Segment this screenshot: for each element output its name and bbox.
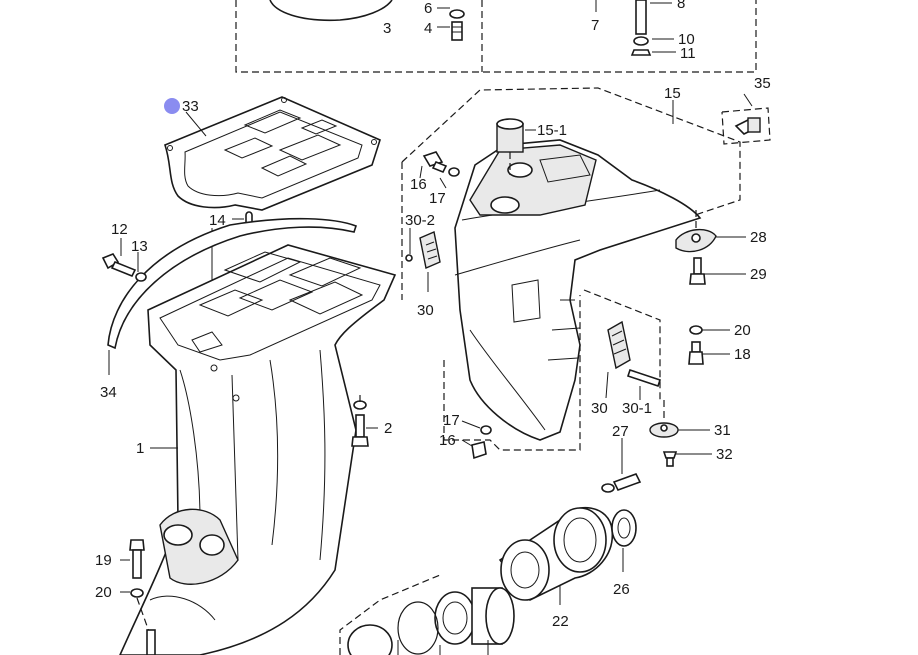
bolt-18 bbox=[688, 341, 704, 365]
selection-marker-dot bbox=[164, 98, 180, 114]
washer-10 bbox=[633, 36, 649, 46]
o-ring bbox=[397, 601, 439, 655]
seal-strip-34 bbox=[107, 217, 358, 350]
upper-casing-1 bbox=[119, 244, 397, 655]
part-31 bbox=[649, 422, 679, 438]
label-15-1: 15-1 bbox=[537, 122, 567, 139]
bolt-19 bbox=[129, 539, 145, 579]
label-20-left: 20 bbox=[95, 584, 112, 601]
label-13: 13 bbox=[131, 238, 148, 255]
screw-30-2 bbox=[405, 254, 413, 262]
label-19: 19 bbox=[95, 552, 112, 569]
anode-30-upper bbox=[419, 231, 441, 269]
callout-labels: 3 6 4 7 8 10 11 33 35 15 15-1 14 16 17 3… bbox=[95, 0, 771, 630]
oil-seal-26 bbox=[611, 509, 637, 547]
washer-17-lower bbox=[480, 425, 492, 435]
label-34: 34 bbox=[100, 384, 117, 401]
label-26: 26 bbox=[613, 581, 630, 598]
label-8: 8 bbox=[677, 0, 685, 12]
label-1: 1 bbox=[136, 440, 144, 457]
label-4: 4 bbox=[424, 20, 432, 37]
label-17-upper: 17 bbox=[429, 190, 446, 207]
nut-11 bbox=[630, 49, 652, 56]
label-15: 15 bbox=[664, 85, 681, 102]
bolt-27 bbox=[601, 473, 642, 493]
plug-35-box bbox=[721, 107, 771, 145]
bolt-4 bbox=[451, 21, 463, 41]
lower-casing-dashed-outline bbox=[401, 87, 741, 241]
bolt-2 bbox=[351, 400, 369, 447]
label-2: 2 bbox=[384, 420, 392, 437]
label-30-lower: 30 bbox=[591, 400, 608, 417]
stud-lower bbox=[146, 629, 156, 655]
gear-bottom bbox=[347, 624, 393, 655]
anode-30-lower bbox=[607, 320, 631, 370]
bolt-29 bbox=[689, 257, 706, 285]
label-28: 28 bbox=[750, 229, 767, 246]
upper-cover-plate bbox=[269, 0, 393, 22]
screw-32 bbox=[662, 451, 678, 467]
label-18: 18 bbox=[734, 346, 751, 363]
label-17-lower: 17 bbox=[443, 412, 460, 429]
bolt-12 bbox=[101, 253, 137, 278]
label-6: 6 bbox=[424, 0, 432, 17]
lower-casing-15 bbox=[454, 139, 702, 441]
washer-17-upper bbox=[448, 167, 460, 177]
label-30-upper: 30 bbox=[417, 302, 434, 319]
stud-8 bbox=[635, 0, 647, 35]
label-16-lower: 16 bbox=[439, 432, 456, 449]
label-29: 29 bbox=[750, 266, 767, 283]
bolt-16-lower bbox=[471, 441, 487, 460]
label-20-right: 20 bbox=[734, 322, 751, 339]
washer-6 bbox=[449, 9, 465, 19]
label-14: 14 bbox=[209, 212, 226, 229]
label-11: 11 bbox=[680, 45, 696, 62]
washer-20 bbox=[130, 588, 144, 598]
label-30-1: 30-1 bbox=[622, 400, 652, 417]
top-assembly-group bbox=[235, 0, 757, 73]
label-35: 35 bbox=[754, 75, 771, 92]
gasket-33 bbox=[164, 96, 381, 211]
label-32: 32 bbox=[716, 446, 733, 463]
label-16-upper: 16 bbox=[410, 176, 427, 193]
label-33: 33 bbox=[182, 98, 199, 115]
label-10: 10 bbox=[678, 31, 695, 48]
trim-tab-28 bbox=[675, 229, 717, 253]
label-30-2: 30-2 bbox=[405, 212, 435, 229]
label-27: 27 bbox=[612, 423, 629, 440]
label-22: 22 bbox=[552, 613, 569, 630]
sleeve-15-1 bbox=[496, 118, 524, 175]
plug-35 bbox=[734, 117, 761, 135]
bearing-lower bbox=[434, 587, 515, 645]
label-3: 3 bbox=[383, 20, 391, 37]
label-31: 31 bbox=[714, 422, 731, 439]
bolt-16-upper bbox=[422, 151, 448, 174]
washer-20-right bbox=[689, 325, 703, 335]
washer-13 bbox=[135, 272, 147, 282]
top-dashed-box bbox=[235, 0, 757, 73]
label-12: 12 bbox=[111, 221, 128, 238]
label-7: 7 bbox=[591, 17, 599, 34]
screw-30-1 bbox=[626, 368, 662, 388]
